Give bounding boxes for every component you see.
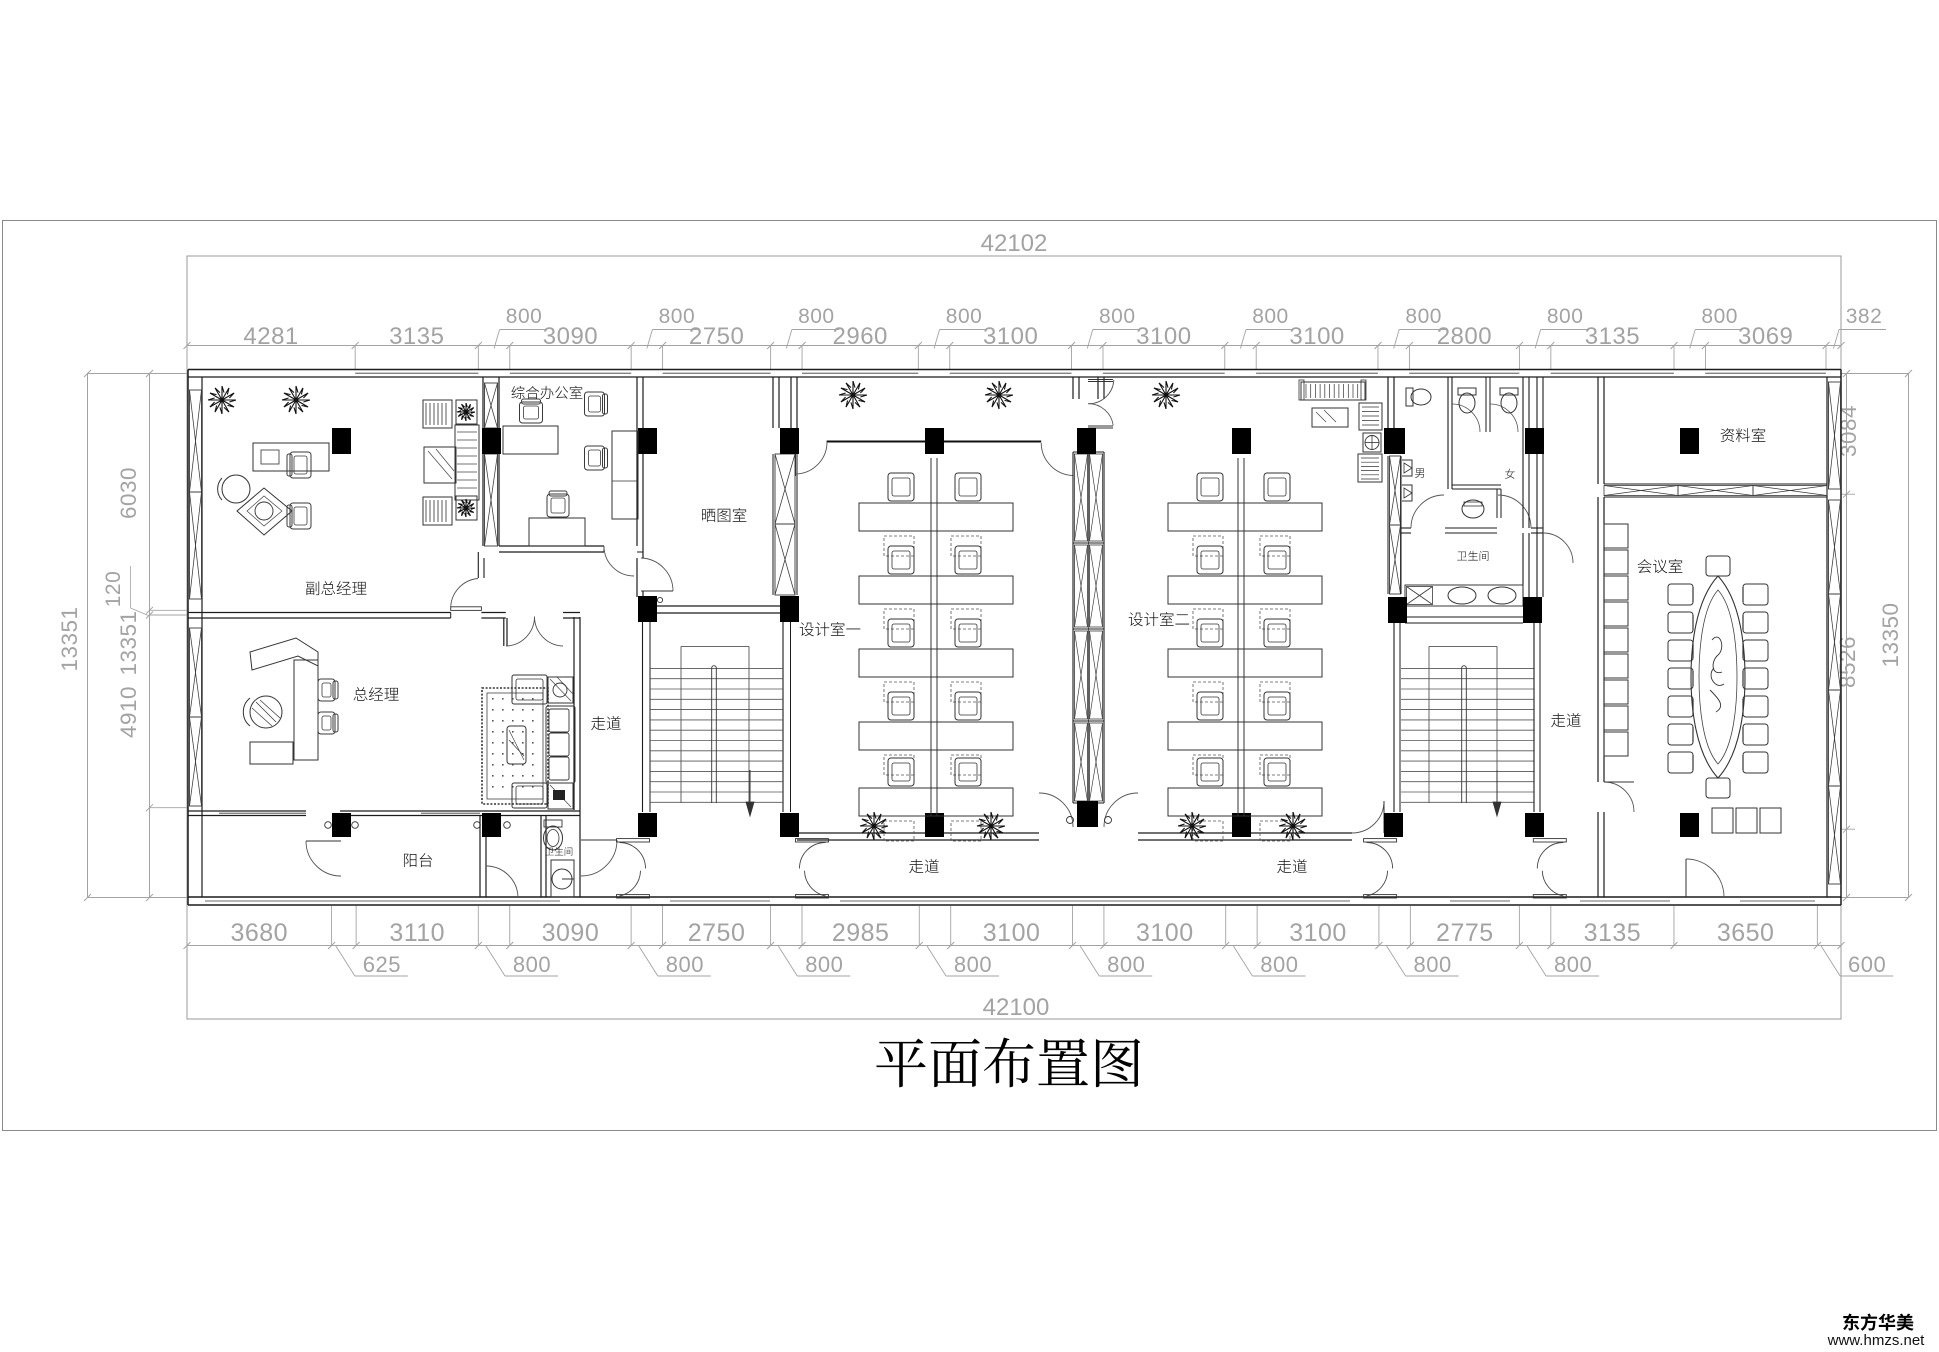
svg-text:3110: 3110 <box>389 919 445 947</box>
svg-text:800: 800 <box>659 305 696 328</box>
svg-text:3084: 3084 <box>1836 405 1861 457</box>
svg-text:600: 600 <box>1848 952 1886 977</box>
svg-text:120: 120 <box>102 571 125 608</box>
svg-text:2750: 2750 <box>689 323 744 350</box>
svg-text:625: 625 <box>363 952 401 977</box>
svg-text:800: 800 <box>805 952 843 977</box>
svg-text:800: 800 <box>1252 305 1289 328</box>
svg-text:13351: 13351 <box>116 610 141 675</box>
svg-text:3100: 3100 <box>983 919 1041 947</box>
svg-text:3650: 3650 <box>1717 919 1775 947</box>
svg-text:800: 800 <box>513 952 551 977</box>
svg-text:800: 800 <box>798 305 835 328</box>
svg-text:3100: 3100 <box>1136 323 1191 350</box>
svg-text:800: 800 <box>506 305 543 328</box>
svg-text:8526: 8526 <box>1835 636 1860 688</box>
svg-text:3680: 3680 <box>230 919 288 947</box>
svg-text:2960: 2960 <box>833 323 888 350</box>
svg-text:2775: 2775 <box>1436 919 1494 947</box>
svg-text:800: 800 <box>1107 952 1145 977</box>
svg-text:3100: 3100 <box>1289 919 1347 947</box>
svg-text:3135: 3135 <box>389 323 444 350</box>
svg-text:13351: 13351 <box>57 606 82 671</box>
svg-text:42102: 42102 <box>981 230 1048 257</box>
svg-text:3135: 3135 <box>1585 323 1640 350</box>
svg-text:800: 800 <box>1405 305 1442 328</box>
svg-text:3100: 3100 <box>1136 919 1194 947</box>
svg-text:3069: 3069 <box>1738 323 1793 350</box>
svg-text:www.hmzs.net: www.hmzs.net <box>1827 1332 1926 1349</box>
svg-text:382: 382 <box>1846 305 1883 328</box>
svg-text:42100: 42100 <box>983 994 1050 1021</box>
svg-text:4910: 4910 <box>116 686 141 738</box>
svg-text:3100: 3100 <box>1289 323 1344 350</box>
svg-text:800: 800 <box>1554 952 1592 977</box>
svg-text:800: 800 <box>1701 305 1738 328</box>
svg-text:800: 800 <box>666 952 704 977</box>
svg-text:3090: 3090 <box>543 323 598 350</box>
svg-text:800: 800 <box>1260 952 1298 977</box>
svg-text:800: 800 <box>1547 305 1584 328</box>
svg-text:13350: 13350 <box>1878 602 1903 667</box>
svg-text:2985: 2985 <box>832 919 890 947</box>
svg-text:800: 800 <box>954 952 992 977</box>
svg-text:800: 800 <box>946 305 983 328</box>
svg-text:2800: 2800 <box>1437 323 1492 350</box>
svg-text:4281: 4281 <box>243 323 298 350</box>
svg-text:3135: 3135 <box>1584 919 1642 947</box>
svg-text:2750: 2750 <box>688 919 746 947</box>
svg-text:3100: 3100 <box>983 323 1038 350</box>
svg-text:800: 800 <box>1099 305 1136 328</box>
svg-text:6030: 6030 <box>116 467 141 519</box>
svg-text:3090: 3090 <box>542 919 600 947</box>
svg-text:800: 800 <box>1414 952 1452 977</box>
